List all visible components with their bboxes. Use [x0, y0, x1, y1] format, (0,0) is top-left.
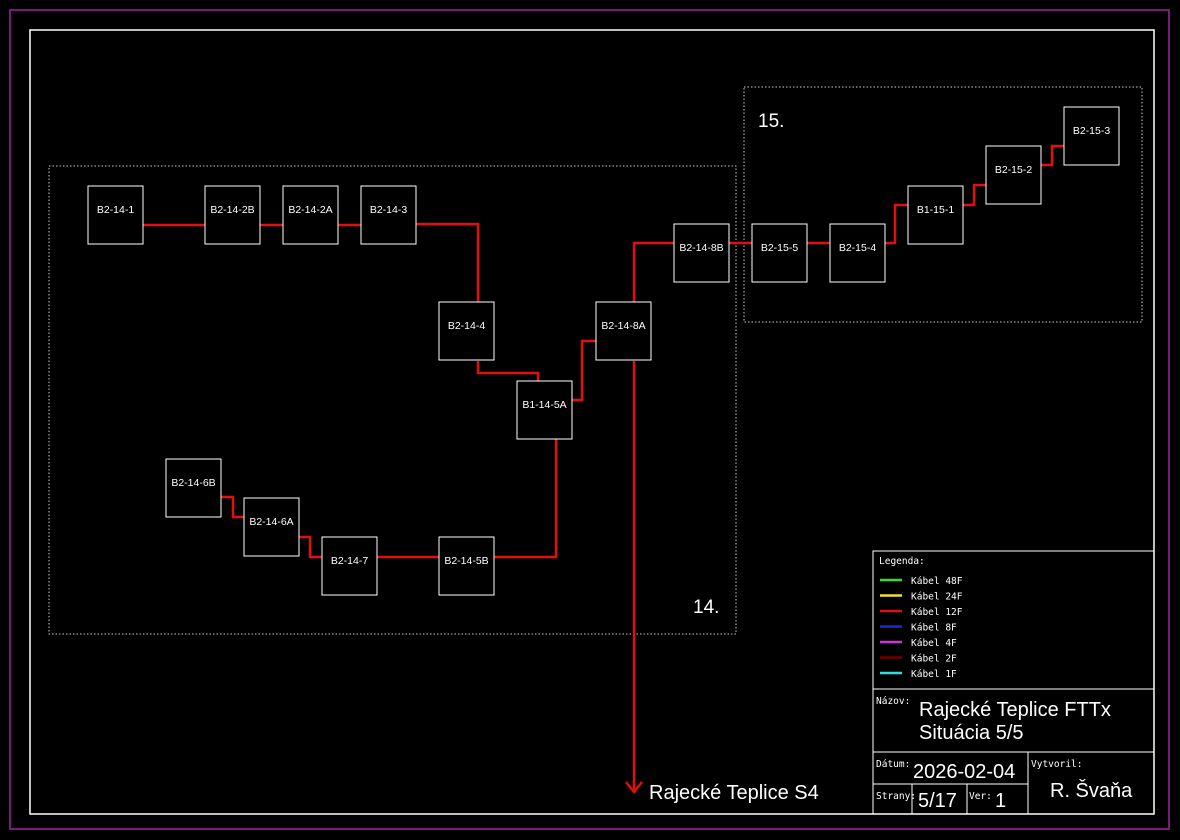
node-B2-14-2A[interactable]: B2-14-2A	[282, 185, 339, 245]
node-B2-14-6A[interactable]: B2-14-6A	[243, 497, 300, 557]
node-box[interactable]	[165, 458, 222, 518]
cable-B2-14-7-B2-14-6A[interactable]	[299, 535, 322, 559]
node-box[interactable]	[438, 301, 495, 361]
cable-B1-15-1-B2-15-2[interactable]	[963, 183, 986, 207]
node-B1-14-5A[interactable]: B1-14-5A	[516, 380, 573, 440]
node-box[interactable]	[516, 380, 573, 440]
cable-B2-14-6A-B2-14-6B[interactable]	[221, 495, 244, 519]
node-box[interactable]	[595, 301, 652, 361]
title-block	[873, 688, 1154, 814]
version-label: Ver:	[969, 791, 992, 802]
cable-B2-15-4-B1-15-1[interactable]	[885, 203, 908, 245]
node-label: B2-15-2	[995, 164, 1033, 176]
legend-item-label: Kábel 1F	[911, 669, 957, 680]
node-box[interactable]	[282, 185, 339, 245]
node-B2-15-3[interactable]: B2-15-3	[1063, 106, 1120, 166]
node-B2-14-6B[interactable]: B2-14-6B	[165, 458, 222, 518]
node-box[interactable]	[829, 223, 886, 283]
node-label: B2-14-3	[370, 204, 408, 216]
node-box[interactable]	[360, 185, 417, 245]
node-label: B1-14-5A	[522, 399, 566, 411]
legend-items: Kábel 48F Kábel 24F Kábel 12F Kábel 8F Kábel…	[880, 576, 963, 680]
node-B2-15-5[interactable]: B2-15-5	[751, 223, 808, 283]
node-label: B2-14-2B	[210, 204, 254, 216]
node-box[interactable]	[87, 185, 144, 245]
cable-B2-14-4-B1-14-5A[interactable]	[476, 361, 540, 381]
name-label: Názov:	[876, 696, 910, 707]
name-line2: Situácia 5/5	[919, 722, 1024, 744]
node-label: B2-14-6B	[171, 477, 215, 489]
legend-item-label: Kábel 4F	[911, 638, 957, 649]
node-B2-14-7[interactable]: B2-14-7	[321, 536, 378, 596]
node-B2-14-8B[interactable]: B2-14-8B	[673, 223, 730, 283]
node-label: B2-15-3	[1073, 125, 1111, 137]
legend-box	[872, 550, 1155, 815]
pages-label: Strany:	[876, 791, 916, 802]
node-B1-15-1[interactable]: B1-15-1	[907, 185, 964, 245]
node-label: B2-14-8B	[679, 242, 723, 254]
date-value: 2026-02-04	[913, 761, 1015, 783]
name-line1: Rajecké Teplice FTTx	[919, 699, 1111, 721]
legend-item-label: Kábel 2F	[911, 654, 957, 665]
node-label: B2-15-5	[761, 242, 799, 254]
node-label: B2-14-6A	[249, 516, 293, 528]
node-label: B2-14-5B	[444, 555, 488, 567]
node-label: B2-14-2A	[288, 204, 332, 216]
external-link-label[interactable]: Rajecké Teplice S4	[649, 782, 819, 804]
node-box[interactable]	[751, 223, 808, 283]
node-B2-14-1[interactable]: B2-14-1	[87, 185, 144, 245]
cable-B2-14-3-B2-14-4[interactable]	[416, 222, 480, 302]
node-B2-14-8A[interactable]: B2-14-8A	[595, 301, 652, 361]
cable-B1-14-5A-B2-14-5B[interactable]	[494, 439, 558, 559]
zone-15-boundary	[743, 86, 1143, 323]
date-label: Dátum:	[876, 759, 910, 770]
legend-item-label: Kábel 12F	[911, 607, 963, 618]
author-label: Vytvoril:	[1031, 759, 1082, 770]
node-box[interactable]	[438, 536, 495, 596]
node-B2-14-4[interactable]: B2-14-4	[438, 301, 495, 361]
legend-item-label: Kábel 48F	[911, 576, 963, 587]
node-box[interactable]	[907, 185, 964, 245]
outer-frame	[9, 9, 1170, 830]
node-box[interactable]	[204, 185, 261, 245]
node-box[interactable]	[321, 536, 378, 596]
node-label: B2-15-4	[839, 242, 877, 254]
cable-layer	[143, 144, 1064, 795]
node-label: B2-14-1	[97, 204, 135, 216]
cable-B2-15-2-B2-15-3[interactable]	[1041, 144, 1064, 167]
node-box[interactable]	[673, 223, 730, 283]
zone-14-label: 14.	[693, 597, 719, 618]
node-B2-14-3[interactable]: B2-14-3	[360, 185, 417, 245]
node-label: B2-14-8A	[601, 320, 645, 332]
node-label: B2-14-7	[331, 555, 369, 567]
author-value: R. Švaňa	[1050, 779, 1133, 802]
pages-value: 5/17	[918, 790, 957, 812]
node-B2-15-2[interactable]: B2-15-2	[985, 145, 1042, 205]
node-box[interactable]	[1063, 106, 1120, 166]
node-box[interactable]	[243, 497, 300, 557]
node-B2-14-2B[interactable]: B2-14-2B	[204, 185, 261, 245]
node-B2-15-4[interactable]: B2-15-4	[829, 223, 886, 283]
node-box[interactable]	[985, 145, 1042, 205]
inner-frame	[29, 29, 1155, 815]
node-B2-14-5B[interactable]: B2-14-5B	[438, 536, 495, 596]
cable-B1-14-5A-B2-14-8A[interactable]	[572, 339, 596, 402]
zone-15-label: 15.	[758, 111, 784, 132]
version-value: 1	[995, 790, 1006, 812]
cable-B2-14-8A-B2-14-8B[interactable]	[632, 241, 674, 302]
legend-title: Legenda:	[879, 556, 925, 567]
node-label: B1-15-1	[917, 204, 955, 216]
node-label: B2-14-4	[448, 320, 486, 332]
legend-item-label: Kábel 8F	[911, 623, 957, 634]
zone-14-boundary	[48, 165, 737, 635]
legend-item-label: Kábel 24F	[911, 592, 963, 603]
s4-arrowhead	[625, 781, 643, 795]
